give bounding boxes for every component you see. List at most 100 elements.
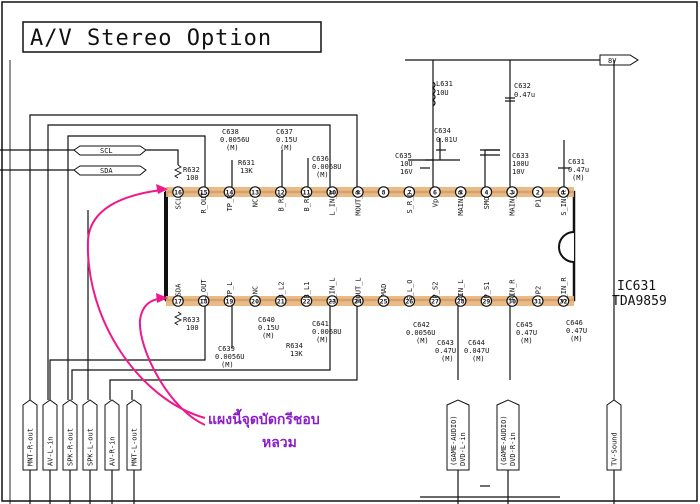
c635-val: 10U <box>400 160 413 168</box>
ic-pin-number-1: 1 <box>562 188 566 196</box>
vp-rail <box>425 140 434 161</box>
c637-val: 0.15U <box>276 136 297 144</box>
r632-ref: R632 <box>183 166 200 174</box>
r634-ref: R634 <box>286 342 303 350</box>
c633-ref: C633 <box>512 152 529 160</box>
ic-pin-25 <box>377 295 390 307</box>
ic-pin-number-19: 19 <box>225 297 233 305</box>
ic-pin-label-21: B_L2 <box>277 282 285 299</box>
c640-val: 0.15U <box>258 324 279 332</box>
ic-pin-number-12: 12 <box>277 188 285 196</box>
r631-ref: R631 <box>238 159 255 167</box>
ic-pin-3 <box>506 186 518 198</box>
c638-m: (M) <box>226 144 239 152</box>
connector-3 <box>82 399 98 471</box>
c642-val: 0.0056U <box>406 329 436 337</box>
connector-6 <box>446 399 470 471</box>
c643-m: (M) <box>441 355 454 363</box>
c636-m: (M) <box>316 171 329 179</box>
bv-label: 8V <box>608 57 617 65</box>
ic-pin-number-22: 22 <box>303 297 311 305</box>
c634-val: 0.01U <box>436 136 457 144</box>
c635-volt: 16V <box>400 168 413 176</box>
ic-pin-label-12: B_R2 <box>277 195 285 212</box>
l-in-l-wire <box>71 306 331 400</box>
ic-pin-17 <box>172 295 184 307</box>
ic-pin-number-17: 17 <box>174 297 182 305</box>
r633-body <box>173 311 183 326</box>
ic-pin-number-23: 23 <box>328 297 336 305</box>
ic-pin-number-16: 16 <box>174 188 182 196</box>
ic-pin-16 <box>172 186 184 198</box>
annotation-line-1: แผงนี้จุดบัดกรีชอบ <box>208 408 320 428</box>
c633-volt: 10V <box>512 168 525 176</box>
ic-pin-number-24: 24 <box>354 297 362 305</box>
mout-l-wire <box>109 306 358 400</box>
ic-pin-label-10: L_IN_R <box>329 190 337 216</box>
connector-label-7-a: (GAME-AUDIO) <box>500 415 508 466</box>
ic-pin-22 <box>300 295 313 307</box>
connector-label-4: AV-R-in <box>109 436 117 466</box>
scl-wire <box>146 149 179 165</box>
l631-val: 10U <box>436 89 449 97</box>
mout-r-wire <box>29 114 358 400</box>
connector-5 <box>126 399 142 471</box>
c638-val: 0.0056U <box>220 136 250 144</box>
scl-label: SCL <box>100 147 113 155</box>
ic-pin-32 <box>557 295 570 307</box>
c631-m: (M) <box>572 174 585 182</box>
ic-pin-label-27: P_S2 <box>432 282 440 299</box>
c640-ref: C640 <box>258 316 275 324</box>
l631-coil <box>432 81 436 107</box>
connector-1 <box>42 399 58 471</box>
ic-pin-27 <box>429 295 441 307</box>
c634-ref: C634 <box>434 127 451 135</box>
ic-pin-19 <box>223 295 236 307</box>
c637-ref: C637 <box>276 128 293 136</box>
arrow-top-path <box>86 189 206 419</box>
ic-pin-number-13: 13 <box>251 188 259 196</box>
ic-pin-label-31: P2 <box>534 286 542 294</box>
l631-ref: L631 <box>436 80 453 88</box>
ic-pin-15 <box>197 186 210 198</box>
c646-m: (M) <box>570 335 583 343</box>
ic-pin-number-27: 27 <box>431 297 439 305</box>
ic-pin-label-18: L_OUT <box>200 279 208 301</box>
c646-val: 0.47U <box>566 327 587 335</box>
ic-pin-number-32: 32 <box>560 297 568 305</box>
ic-pin-11 <box>300 186 313 198</box>
arrow-bottom-path <box>138 297 206 426</box>
ic-pin-label-24: MOUT_L <box>354 277 362 302</box>
ic-pin-number-31: 31 <box>534 297 542 305</box>
ic-pin-label-28: AIN_L <box>457 279 465 300</box>
c638-ref: C638 <box>222 128 239 136</box>
ic-pin-label-11: B_R1 <box>303 195 311 212</box>
diagram-title: A/V Stereo Option <box>30 26 272 51</box>
connector-4 <box>104 399 120 471</box>
c644-m: (M) <box>472 355 485 363</box>
connector-7 <box>496 399 520 471</box>
ic-pin-label-23: L_IN_L <box>329 277 337 302</box>
r633-val: 100 <box>186 324 199 332</box>
connector-2 <box>62 399 78 471</box>
ic-pin-label-9: MOUT_R <box>354 190 362 216</box>
ic-pin-label-29: P_S1 <box>483 282 491 299</box>
c643-ref: C643 <box>437 339 454 347</box>
c645-val: 0.47U <box>516 329 537 337</box>
ic-pin-number-29: 29 <box>482 297 490 305</box>
ic-pin-24 <box>352 295 364 307</box>
ic-pin-7 <box>403 186 416 198</box>
ic-pin-30 <box>506 295 518 307</box>
ic-pin-label-30: AIN_R <box>509 279 517 301</box>
r631-val: 13K <box>240 167 253 175</box>
bottom-pin-row: 17SDA18L_OUT19TP_L20NC21B_L222B_L123L_IN… <box>172 277 570 307</box>
ic-pin-label-1: S_IN_R <box>560 190 568 216</box>
ic-pin-label-26: S_L_O <box>406 279 414 300</box>
connector-label-5: MNT-L-out <box>131 428 139 466</box>
ic-pin-number-5: 5 <box>459 188 463 196</box>
ic-pin-20 <box>249 295 261 307</box>
ic-ref: IC631 <box>617 279 656 294</box>
ic-pin-label-4: SMO <box>483 197 491 210</box>
